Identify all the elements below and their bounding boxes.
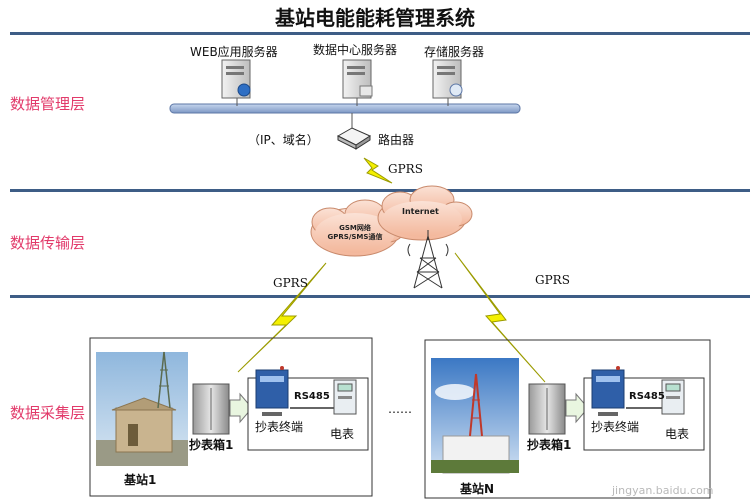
siteN-name: 基站N (460, 482, 495, 496)
layer-label-collection: 数据采集层 (10, 404, 86, 422)
meter-terminal-icon (255, 366, 289, 416)
base-station-photo (96, 351, 188, 466)
router-label: 路由器 (378, 133, 415, 147)
gprs-label-right: GPRS (535, 273, 570, 287)
server-icon (221, 59, 251, 106)
internet-cloud-icon (377, 185, 473, 241)
network-bus (169, 103, 521, 114)
electric-meter-icon (661, 379, 685, 415)
server-label-storage: 存储服务器 (424, 45, 485, 59)
server-label-web: WEB应用服务器 (190, 45, 278, 59)
gprs-label-left: GPRS (273, 276, 308, 290)
internet-cloud-label: Internet (402, 207, 439, 216)
site1-frame (89, 337, 373, 497)
meter-box-icon (528, 383, 566, 435)
meter-terminal-icon (591, 366, 625, 416)
router-icon (336, 113, 372, 150)
lightning-bolt-icon (363, 157, 393, 184)
site1-terminal-label: 抄表终端 (255, 420, 304, 434)
site1-rs485-label: RS485 (294, 391, 330, 402)
router-ip-domain-label: （IP、域名） (248, 133, 319, 147)
server-icon (432, 59, 463, 106)
site1-name: 基站1 (124, 473, 157, 487)
server-icon (342, 59, 373, 106)
siteN-meter-label: 电表 (665, 427, 690, 441)
site1-meter-box-label: 抄表箱1 (189, 438, 234, 452)
layer-label-management: 数据管理层 (10, 95, 86, 113)
layer-divider-management (10, 189, 750, 192)
antenna-tower-icon (407, 230, 449, 289)
siteN-terminal-label: 抄表终端 (591, 420, 640, 434)
meter-box-icon (192, 383, 230, 435)
arrow-icon (565, 392, 589, 424)
gprs-label-router: GPRS (388, 162, 423, 176)
gsm-cloud-line2: GPRS/SMS通信 (327, 233, 383, 241)
layer-divider-transmission (10, 295, 750, 298)
base-station-photo (431, 358, 519, 474)
siteN-frame (424, 339, 711, 499)
arrow-icon (229, 392, 253, 424)
lightning-bolt-icon (237, 262, 327, 373)
site1-meter-label: 电表 (330, 427, 355, 441)
layer-label-transmission: 数据传输层 (10, 234, 86, 252)
siteN-meter-box-label: 抄表箱1 (527, 438, 572, 452)
gsm-cloud-line1: GSM网络 (339, 224, 371, 232)
watermark: jingyan.baidu.com (612, 484, 714, 497)
layer-divider-top (10, 32, 750, 35)
lightning-bolt-icon (454, 252, 546, 383)
electric-meter-icon (333, 379, 357, 415)
site-ellipsis: …… (388, 402, 412, 416)
gsm-cloud-label: GSM网络 GPRS/SMS通信 (322, 224, 388, 242)
diagram-title: 基站电能能耗管理系统 (275, 6, 475, 30)
siteN-rs485-label: RS485 (629, 391, 665, 402)
server-label-data-center: 数据中心服务器 (313, 43, 398, 57)
